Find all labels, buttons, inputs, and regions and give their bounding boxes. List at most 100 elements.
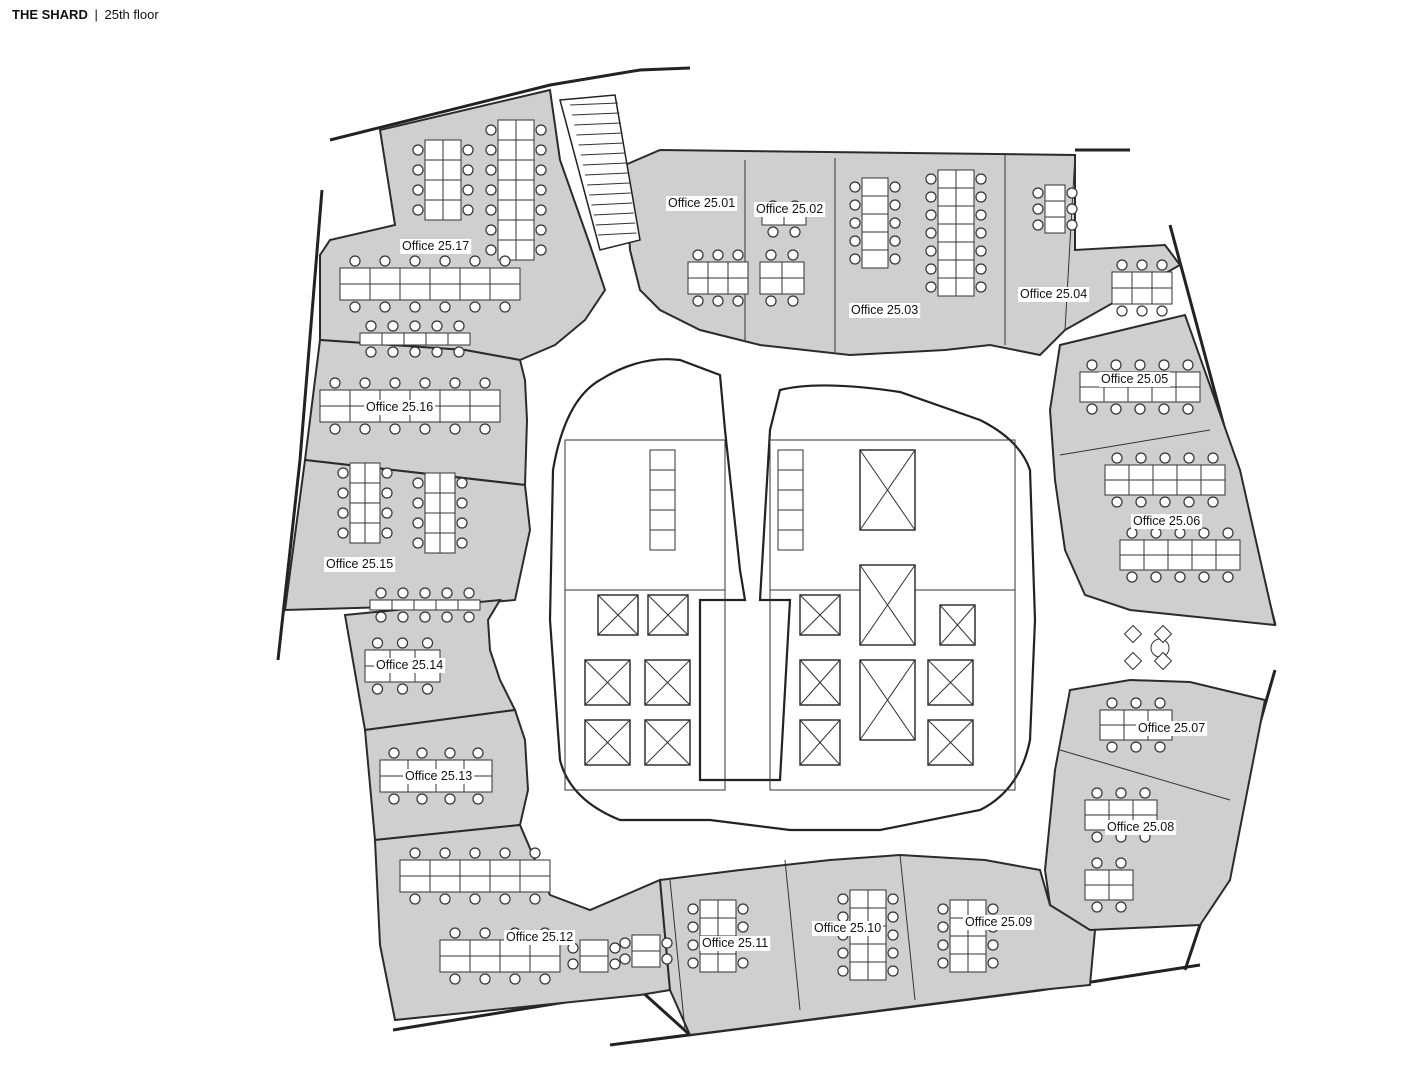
office-25-06-label-bg	[1131, 514, 1203, 529]
office-25-11-label-group: Office 25.11	[700, 936, 771, 951]
desk	[781, 277, 805, 295]
desk	[937, 169, 957, 189]
chair	[388, 793, 400, 805]
chair	[441, 587, 453, 599]
chair	[499, 301, 511, 313]
office-25-10-label-bg	[812, 921, 884, 936]
office-25-04-label[interactable]: Office 25.04	[1020, 287, 1087, 301]
desk	[861, 195, 889, 215]
chair	[499, 255, 511, 267]
chair	[359, 423, 371, 435]
office-25-11-label[interactable]: Office 25.11	[702, 936, 768, 950]
office-25-09-label[interactable]: Office 25.09	[965, 915, 1032, 929]
chair	[462, 184, 474, 196]
chair	[887, 929, 899, 941]
chair	[987, 903, 999, 915]
desk	[1175, 371, 1201, 388]
desk	[442, 199, 462, 221]
chair	[499, 893, 511, 905]
chair	[359, 377, 371, 389]
chair	[925, 173, 937, 185]
desk	[349, 462, 366, 484]
chair	[987, 957, 999, 969]
desk	[424, 472, 441, 494]
chair	[535, 124, 547, 136]
chair	[889, 181, 901, 193]
office-25-03-label[interactable]: Office 25.03	[851, 303, 918, 317]
chair	[687, 957, 699, 969]
chair	[439, 301, 451, 313]
office-25-02-label[interactable]: Office 25.02	[756, 202, 823, 216]
chair	[439, 255, 451, 267]
zone-office-25-15[interactable]	[283, 458, 532, 612]
office-25-05-label[interactable]: Office 25.05	[1101, 372, 1168, 386]
chair	[412, 537, 424, 549]
office-25-13-label[interactable]: Office 25.13	[405, 769, 472, 783]
office-25-07-label[interactable]: Office 25.07	[1138, 721, 1205, 735]
desk	[1167, 554, 1193, 571]
desk	[1104, 479, 1130, 496]
office-25-14-label[interactable]: Office 25.14	[376, 658, 443, 672]
desk	[955, 205, 975, 225]
office-25-16-label[interactable]: Office 25.16	[366, 400, 433, 414]
chair	[449, 973, 461, 985]
chair	[737, 957, 749, 969]
zone-office-25-01-04[interactable]	[623, 148, 1182, 357]
chair	[409, 255, 421, 267]
desk	[579, 955, 609, 973]
office-25-03-label-bg	[849, 303, 921, 318]
office-25-01-label[interactable]: Office 25.01	[668, 196, 735, 210]
chair	[1198, 527, 1210, 539]
chair	[1086, 403, 1098, 415]
desk	[424, 139, 444, 161]
desk	[369, 599, 393, 611]
office-25-10-label[interactable]: Office 25.10	[814, 921, 881, 935]
desk	[391, 599, 415, 611]
desk	[459, 267, 491, 285]
chair	[712, 249, 724, 261]
chair	[687, 903, 699, 915]
desk	[424, 159, 444, 181]
desk	[497, 219, 517, 241]
office-25-06-label[interactable]: Office 25.06	[1133, 514, 1200, 528]
desk	[955, 259, 975, 279]
desk	[489, 859, 521, 877]
chair	[937, 939, 949, 951]
desk	[381, 332, 405, 346]
chair	[687, 939, 699, 951]
chair	[889, 217, 901, 229]
desk	[424, 492, 441, 514]
chair	[619, 953, 631, 965]
office-25-17-label-bg	[400, 239, 472, 254]
chair	[1115, 901, 1127, 913]
desk	[937, 223, 957, 243]
chair	[1159, 496, 1171, 508]
desk	[515, 139, 535, 161]
chair	[1091, 831, 1103, 843]
desk	[1079, 386, 1105, 403]
chair	[485, 244, 497, 256]
chair	[535, 144, 547, 156]
office-25-17-label[interactable]: Office 25.17	[402, 239, 469, 253]
chairs	[329, 124, 1234, 985]
desk	[579, 939, 609, 957]
desk	[399, 859, 431, 877]
office-25-12-label[interactable]: Office 25.12	[506, 930, 573, 944]
office-25-08-label[interactable]: Office 25.08	[1107, 820, 1174, 834]
chair	[1066, 219, 1078, 231]
desk	[949, 935, 969, 955]
chair	[1086, 359, 1098, 371]
chair	[712, 295, 724, 307]
chair	[1106, 697, 1118, 709]
chair	[463, 587, 475, 599]
chair	[1066, 187, 1078, 199]
desk	[867, 943, 887, 963]
chair	[416, 793, 428, 805]
desk	[1215, 554, 1241, 571]
office-25-05-label-bg	[1099, 372, 1171, 387]
desk	[459, 859, 491, 877]
office-25-15-label[interactable]: Office 25.15	[326, 557, 393, 571]
chair	[349, 255, 361, 267]
desk	[699, 917, 719, 937]
